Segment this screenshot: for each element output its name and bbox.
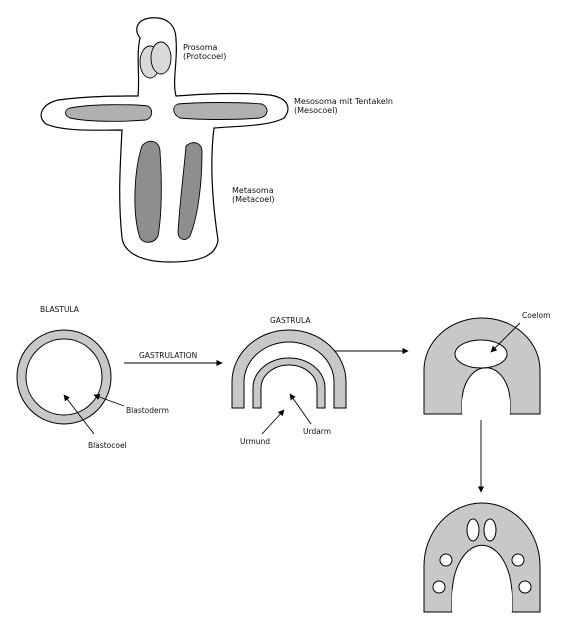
mesocoel-left-cavity (439, 553, 453, 567)
gastrula-ectoderm (231, 329, 347, 409)
urmund-label: Urmund (240, 437, 270, 446)
urdarm-pointer (289, 393, 312, 425)
blastocoel-cavity (25, 338, 103, 416)
gastrula-title: GASTRULA (270, 316, 311, 325)
protocoel-pair-right (483, 518, 497, 542)
metacoel-left-cavity (432, 580, 446, 594)
final-stage-gut (452, 564, 512, 612)
archenteron-cavity (462, 380, 510, 414)
body-plan-figure: Prosoma (Protocoel) Mesosoma mit Tentake… (40, 17, 393, 263)
coelom-pointer (490, 322, 521, 353)
metacoel-left (134, 140, 162, 243)
gastrulation-label: GASTRULATION (139, 351, 197, 360)
metacoel-right-cavity (518, 580, 532, 594)
mesocoel-label: (Mesocoel) (294, 106, 338, 115)
metasoma-label: Metasoma (232, 186, 274, 195)
body-outline (40, 17, 289, 263)
protocoel-label: (Protocoel) (183, 52, 226, 61)
final-stage-body (423, 502, 541, 613)
blastocoel-label: Blastocoel (88, 441, 127, 450)
coelom-label: Coelom (522, 311, 550, 320)
urdarm-label: Urdarm (303, 427, 331, 436)
mesocoel-right (173, 102, 268, 120)
development-sequence: BLASTULA Blastoderm Blastocoel GASTRULAT… (16, 305, 550, 613)
mesosoma-label: Mesosoma mit Tentakeln (294, 97, 393, 106)
blastoderm-pointer (93, 393, 125, 407)
mesocoel-right-cavity (511, 553, 525, 567)
blastula-title: BLASTULA (40, 305, 80, 314)
blastoderm-label: Blastoderm (126, 406, 169, 415)
metacoel-label: (Metacoel) (232, 195, 275, 204)
blastocoel-pointer (63, 394, 95, 435)
metacoel-right (177, 142, 203, 240)
prosoma-label: Prosoma (183, 43, 218, 52)
gastrula-endoderm (252, 357, 326, 409)
mesocoel-left (65, 104, 153, 122)
urmund-pointer (261, 409, 285, 435)
protocoel-pair-left (466, 518, 480, 542)
protocoel-right (150, 41, 172, 75)
